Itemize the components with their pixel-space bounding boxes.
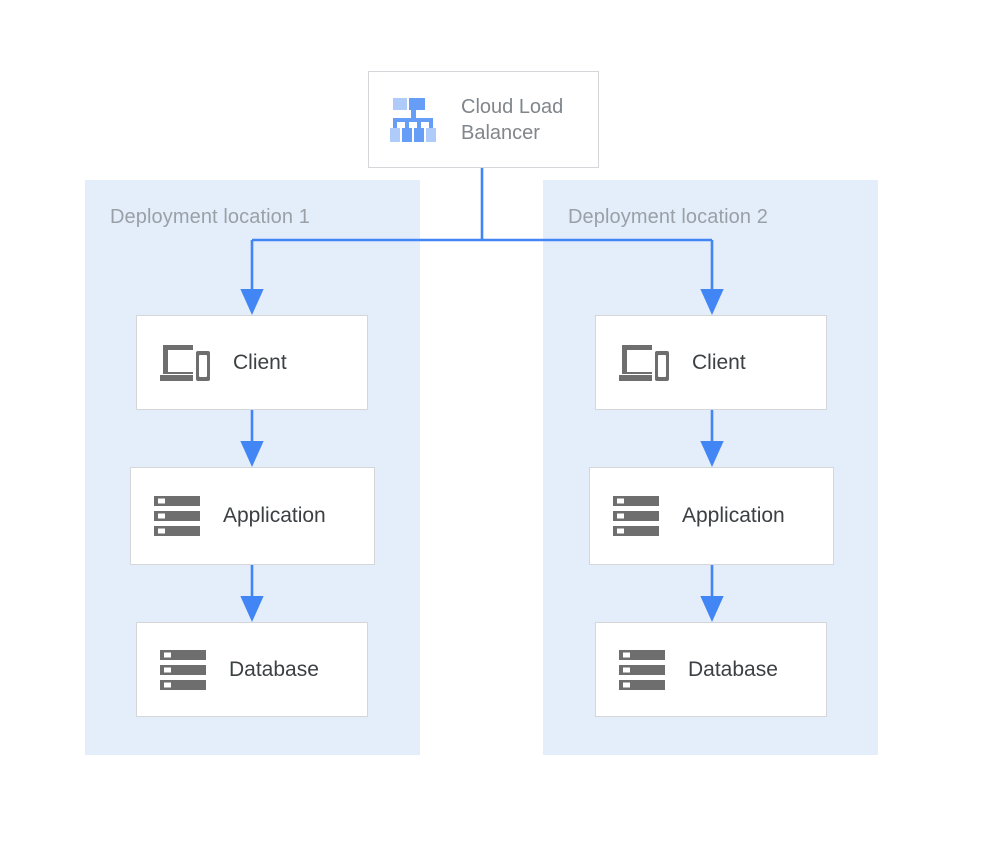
client-devices-icon (619, 344, 669, 381)
server-stack-icon (160, 649, 206, 690)
node-cloud-load-balancer-label: Cloud Load Balancer (461, 94, 581, 146)
lb-label-line-2: Balancer (461, 121, 540, 144)
node-client-zone-1-label: Client (233, 350, 287, 374)
cloud-load-balancer-icon (390, 97, 436, 142)
node-database-zone-2-label: Database (688, 657, 778, 681)
node-database-zone-1-label: Database (229, 657, 319, 681)
node-cloud-load-balancer[interactable]: Cloud Load Balancer (368, 71, 599, 168)
node-database-zone-2[interactable]: Database (595, 622, 827, 717)
node-application-zone-2[interactable]: Application (589, 467, 834, 565)
deployment-zone-1-label: Deployment location 1 (110, 206, 310, 228)
client-devices-icon (160, 344, 210, 381)
node-application-zone-2-label: Application (682, 504, 785, 527)
server-stack-icon (619, 649, 665, 690)
node-application-zone-1-label: Application (223, 504, 326, 527)
node-database-zone-1[interactable]: Database (136, 622, 368, 717)
deployment-zone-2-label: Deployment location 2 (568, 206, 768, 228)
node-client-zone-2-label: Client (692, 350, 746, 374)
lb-label-line-1: Cloud Load (461, 95, 564, 118)
server-stack-icon (154, 496, 200, 536)
node-client-zone-1[interactable]: Client (136, 315, 368, 410)
node-client-zone-2[interactable]: Client (595, 315, 827, 410)
server-stack-icon (613, 496, 659, 536)
node-application-zone-1[interactable]: Application (130, 467, 375, 565)
